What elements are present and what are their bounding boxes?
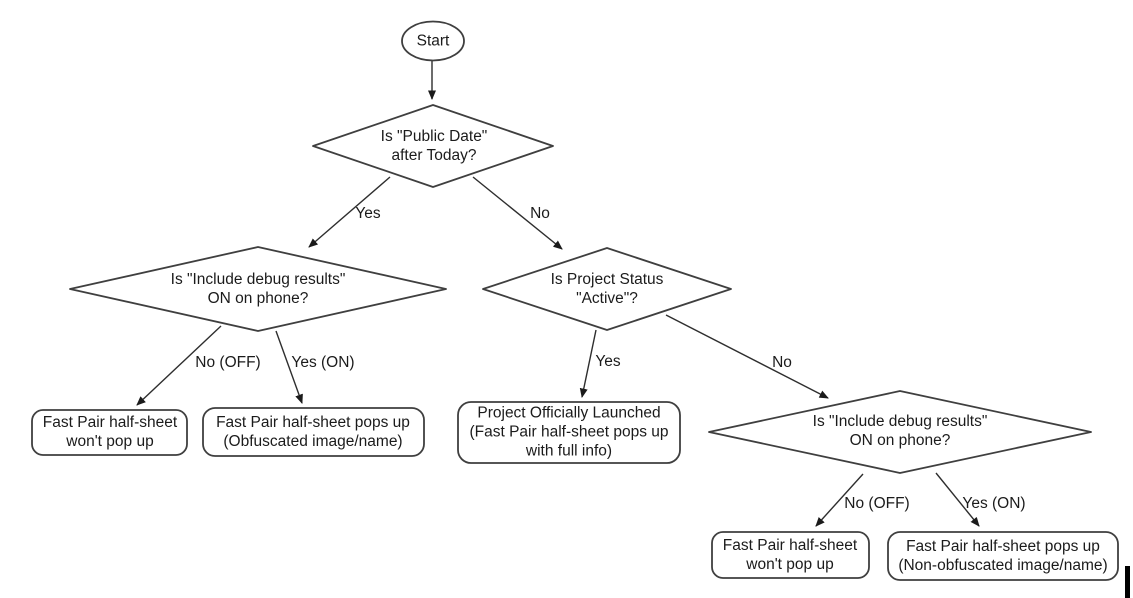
decision-project-status-label: Is Project Status "Active"? [551, 270, 664, 308]
decision-debug-left-label: Is "Include debug results" ON on phone? [171, 270, 346, 308]
edge-public-date-yes [308, 176, 391, 248]
edge-debug-left-no [136, 325, 222, 406]
result-no-popup-right-label: Fast Pair half-sheet won't pop up [723, 536, 857, 574]
result-obfuscated-shape [202, 407, 425, 457]
edge-label-public-date-no: No [530, 205, 550, 222]
edge-project-status-no [665, 314, 829, 399]
edge-debug-left-yes [275, 330, 303, 404]
label-line: Is "Include debug results" [812, 413, 988, 430]
label-line: Is Project Status [550, 271, 664, 288]
edge-label-debug-left-no: No (OFF) [195, 354, 261, 371]
result-non-obfuscated-label: Fast Pair half-sheet pops up (Non-obfusc… [898, 537, 1107, 575]
edge-label-debug-right-no: No (OFF) [844, 495, 910, 512]
decision-debug-right-label: Is "Include debug results" ON on phone? [813, 412, 988, 450]
label-line: (Obfuscated image/name) [223, 433, 403, 450]
label-line: Fast Pair half-sheet [42, 414, 178, 431]
label-line: with full info) [525, 442, 613, 460]
decision-project-status-shape [482, 247, 732, 331]
result-launched-shape [457, 401, 681, 464]
result-non-obfuscated-shape [887, 531, 1119, 581]
label-line: Start [416, 32, 450, 50]
edge-debug-right-no [815, 473, 864, 527]
decision-public-date-label: Is "Public Date" after Today? [381, 127, 488, 165]
result-launched-label: Project Officially Launched (Fast Pair h… [469, 404, 668, 461]
text-cursor-artifact [1125, 566, 1130, 598]
label-line: Is "Public Date" [380, 128, 488, 145]
label-line: won't pop up [746, 556, 834, 573]
label-line: Fast Pair half-sheet pops up [216, 414, 410, 431]
label-line: Fast Pair half-sheet [722, 537, 858, 554]
edge-label-debug-right-yes: Yes (ON) [962, 495, 1026, 512]
result-obfuscated-label: Fast Pair half-sheet pops up (Obfuscated… [216, 413, 410, 451]
result-no-popup-left-label: Fast Pair half-sheet won't pop up [43, 413, 177, 451]
edge-label-project-status-yes: Yes [595, 353, 621, 370]
label-line: (Non-obfuscated image/name) [898, 557, 1108, 574]
decision-debug-left-shape [69, 246, 447, 332]
result-no-popup-right-shape [711, 531, 870, 579]
edge-label-project-status-no: No [772, 354, 792, 371]
label-line: ON on phone? [207, 290, 309, 307]
label-line: won't pop up [66, 433, 154, 450]
edge-label-public-date-yes: Yes [355, 205, 381, 222]
edge-public-date-no [472, 176, 563, 250]
decision-debug-right-shape [708, 390, 1092, 474]
label-line: (Fast Pair half-sheet pops up [469, 423, 669, 441]
start-terminator-shape [401, 20, 465, 62]
label-line: after Today? [391, 147, 477, 164]
label-line: "Active"? [576, 290, 638, 307]
edge-debug-right-yes [935, 472, 980, 527]
decision-public-date-shape [312, 104, 554, 188]
edge-label-debug-left-yes: Yes (ON) [291, 354, 355, 371]
result-no-popup-left-shape [31, 409, 188, 456]
label-line: Is "Include debug results" [170, 271, 346, 288]
label-line: ON on phone? [849, 432, 951, 449]
edge-project-status-yes [579, 329, 597, 398]
start-label: Start [417, 32, 450, 51]
label-line: Fast Pair half-sheet pops up [906, 538, 1100, 555]
label-line: Project Officially Launched [477, 404, 661, 422]
